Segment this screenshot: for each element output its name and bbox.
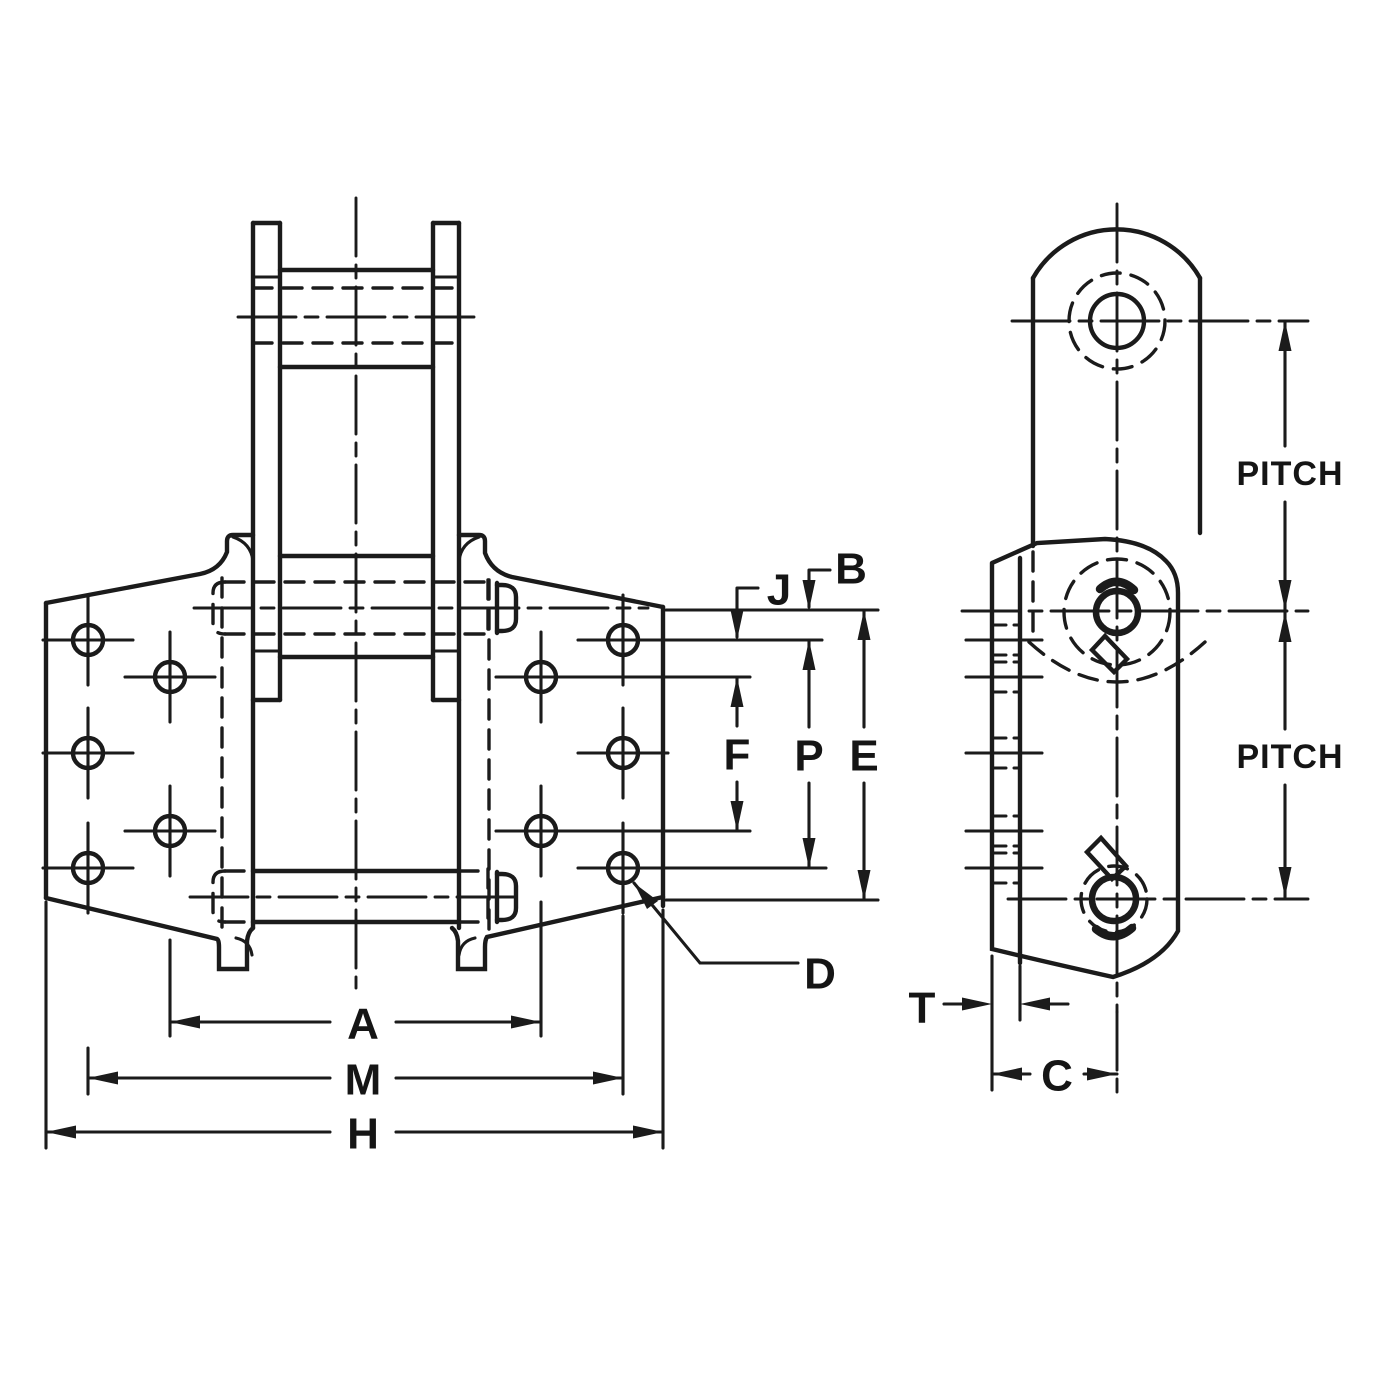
dim-label-pitch-upper: PITCH (1237, 455, 1344, 493)
extension-lines (44, 608, 880, 1150)
dim-h: H (44, 1110, 665, 1159)
dim-label-c: C (1041, 1052, 1073, 1101)
dim-label-j: J (767, 566, 791, 615)
chain-link-plates (250, 220, 462, 931)
bracket-plate-outline (43, 532, 666, 972)
dim-label-a: A (347, 1000, 379, 1049)
dim-label-m: M (345, 1056, 382, 1105)
side-lower-pin (1079, 834, 1149, 941)
dim-label-b: B (835, 545, 867, 594)
bolt-holes (41, 593, 641, 915)
dim-label-h: H (347, 1110, 379, 1159)
front-view (41, 196, 666, 990)
dim-f: F (715, 675, 759, 833)
dim-label-e: E (849, 732, 878, 781)
dim-j: J (730, 566, 791, 640)
dim-e: E (842, 608, 886, 902)
dim-pitch-lower: PITCH (1223, 610, 1357, 899)
dim-label-d: D (804, 950, 836, 999)
upper-pin-boss (211, 553, 519, 660)
dim-p: P (787, 638, 831, 870)
dim-pitch-upper: PITCH (1223, 319, 1357, 612)
dim-b: B (802, 545, 867, 610)
dim-m: M (86, 1056, 625, 1105)
dim-label-f: F (724, 731, 751, 780)
dim-d: D (632, 881, 836, 999)
dim-label-pitch-lower: PITCH (1237, 738, 1344, 776)
dim-label-p: P (794, 732, 823, 781)
dim-t: T (909, 954, 1070, 1092)
front-centerlines (188, 196, 650, 990)
side-hole-lines (964, 623, 1044, 885)
dim-a: A (168, 1000, 543, 1049)
dim-c: C (990, 1052, 1119, 1101)
front-dimensions: J B F P E (44, 545, 886, 1159)
side-dimensions: PITCH PITCH T C (909, 319, 1357, 1101)
side-view (960, 202, 1310, 1094)
side-centerlines (960, 202, 1310, 1094)
hidden-tab-edges (220, 576, 491, 936)
dim-label-t: T (909, 984, 936, 1033)
